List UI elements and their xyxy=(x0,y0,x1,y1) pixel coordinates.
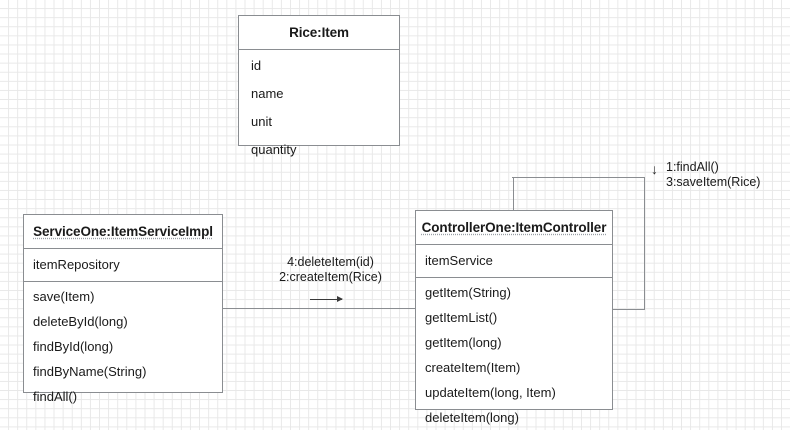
class-title-controller-one: ControllerOne:ItemController xyxy=(416,211,612,245)
operation-row: createItem(Item) xyxy=(425,359,521,375)
class-box-rice-item[interactable]: Rice:Item id name unit quantity xyxy=(238,15,400,156)
arrow-right-icon xyxy=(310,296,343,303)
attribute-row: id xyxy=(251,57,262,73)
selfloop-segment-top xyxy=(512,177,645,178)
association-line-service-controller xyxy=(222,308,416,309)
operations-compartment-service: save(Item) deleteById(long) findById(lon… xyxy=(24,282,222,411)
operation-row: getItemList() xyxy=(425,309,498,325)
attributes-compartment-service: itemRepository xyxy=(24,249,222,282)
attribute-row: name xyxy=(251,85,284,101)
attribute-row: itemService xyxy=(425,252,493,268)
operation-row: findById(long) xyxy=(33,338,114,354)
attribute-row: quantity xyxy=(251,141,297,157)
operation-row: deleteById(long) xyxy=(33,313,128,329)
selfloop-segment-down xyxy=(644,177,645,310)
edge-label-controller-self-loop: 1:findAll() 3:saveItem(Rice) xyxy=(666,160,760,190)
operation-row: save(Item) xyxy=(33,288,95,304)
edge-message: 2:createItem(Rice) xyxy=(279,270,382,284)
class-box-service-one[interactable]: ServiceOne:ItemServiceImpl itemRepositor… xyxy=(23,214,223,403)
operation-row: getItem(long) xyxy=(425,334,502,350)
selfloop-segment-return xyxy=(612,309,645,310)
operation-row: getItem(String) xyxy=(425,284,511,300)
selfloop-segment-up xyxy=(513,177,514,215)
attributes-compartment-rice: id name unit quantity xyxy=(239,50,399,166)
operation-row: findAll() xyxy=(33,388,78,404)
operation-row: deleteItem(long) xyxy=(425,409,519,425)
edge-label-controller-to-service: 4:deleteItem(id) 2:createItem(Rice) xyxy=(258,255,403,285)
operation-row: findByName(String) xyxy=(33,363,147,379)
class-title-service-one: ServiceOne:ItemServiceImpl xyxy=(24,215,222,249)
edge-message: 1:findAll() xyxy=(666,160,719,174)
operation-row: updateItem(long, Item) xyxy=(425,384,556,400)
arrow-down-icon: ↓ xyxy=(651,161,658,177)
attribute-row: unit xyxy=(251,113,272,129)
operations-compartment-controller: getItem(String) getItemList() getItem(lo… xyxy=(416,278,612,430)
edge-message: 4:deleteItem(id) xyxy=(287,255,374,269)
class-box-controller-one[interactable]: ControllerOne:ItemController itemService… xyxy=(415,210,613,424)
edge-message: 3:saveItem(Rice) xyxy=(666,175,761,189)
attribute-row: itemRepository xyxy=(33,256,120,272)
attributes-compartment-controller: itemService xyxy=(416,245,612,278)
class-title-rice-item: Rice:Item xyxy=(239,16,399,50)
